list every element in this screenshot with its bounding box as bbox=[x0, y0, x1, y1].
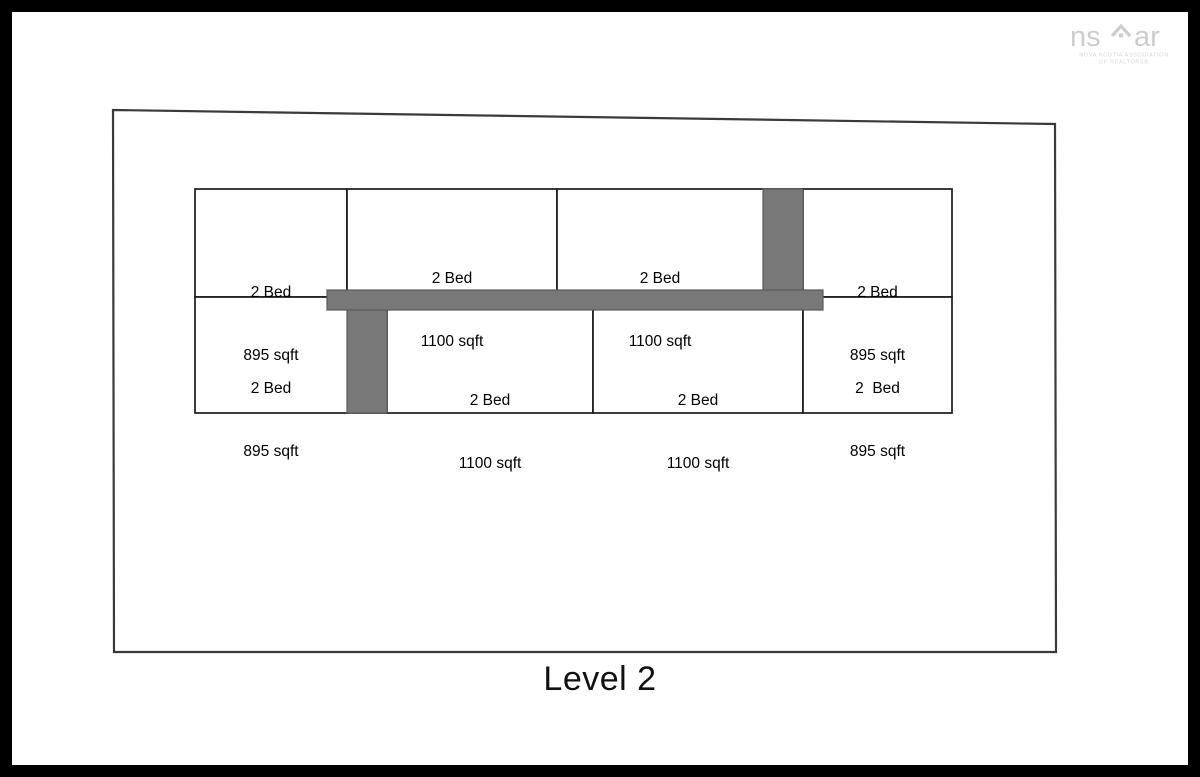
unit-area-bottom-3: 1100 sqft bbox=[666, 455, 730, 473]
nsar-wordmark-ar: ar bbox=[1134, 21, 1160, 53]
unit-cell-top-4[interactable] bbox=[802, 188, 953, 298]
unit-label-top-1: 2 Bed 895 sqft bbox=[195, 240, 347, 409]
unit-cell-top-1[interactable] bbox=[194, 188, 348, 298]
unit-cell-bottom-3[interactable] bbox=[592, 296, 804, 414]
unit-area-top-1: 895 sqft bbox=[243, 347, 299, 365]
unit-label-top-3: 2 Bed 1100 sqft bbox=[557, 226, 763, 395]
nsar-wordmark-ns: ns bbox=[1070, 21, 1101, 53]
corridor-stub-up bbox=[762, 188, 804, 302]
unit-beds-bottom-4: 2 Bed bbox=[855, 380, 900, 398]
unit-label-bottom-1: 2 Bed 895 sqft bbox=[195, 336, 347, 505]
unit-area-bottom-1: 895 sqft bbox=[243, 443, 299, 461]
unit-label-bottom-2: 2 Bed 1100 sqft bbox=[387, 348, 593, 517]
corridor-stub-down bbox=[346, 301, 388, 414]
unit-beds-top-3: 2 Bed bbox=[639, 270, 681, 288]
unit-area-top-3: 1100 sqft bbox=[628, 333, 692, 351]
unit-cell-top-2[interactable] bbox=[346, 188, 558, 298]
floor-plan-sheet: ns ar NOVA SCOTIA ASSOCIATION OF REALTOR… bbox=[12, 12, 1188, 765]
unit-beds-bottom-3: 2 Bed bbox=[677, 392, 719, 410]
unit-cell-bottom-2[interactable] bbox=[386, 296, 594, 414]
unit-area-top-2: 1100 sqft bbox=[420, 333, 484, 351]
unit-area-top-4: 895 sqft bbox=[849, 347, 906, 365]
plan-area: 2 Bed 895 sqft 2 Bed 1100 sqft 2 Bed 110… bbox=[12, 12, 1188, 672]
unit-area-bottom-2: 1100 sqft bbox=[458, 455, 522, 473]
unit-beds-top-1: 2 Bed bbox=[250, 284, 292, 302]
floor-plan-drawing bbox=[111, 108, 1058, 654]
house-dot-icon bbox=[1119, 33, 1123, 38]
unit-beds-top-4: 2 Bed bbox=[857, 284, 898, 302]
nsar-logo: ns ar NOVA SCOTIA ASSOCIATION OF REALTOR… bbox=[1068, 14, 1180, 70]
unit-label-bottom-3: 2 Bed 1100 sqft bbox=[593, 348, 803, 517]
nsar-logo-graphic: ns ar NOVA SCOTIA ASSOCIATION OF REALTOR… bbox=[1070, 21, 1169, 66]
unit-area-bottom-4: 895 sqft bbox=[849, 443, 906, 461]
nsar-tagline-line2: OF REALTORS® bbox=[1099, 59, 1149, 66]
unit-label-top-2: 2 Bed 1100 sqft bbox=[347, 226, 557, 395]
unit-beds-top-2: 2 Bed bbox=[431, 270, 473, 288]
corridor-group bbox=[326, 188, 824, 414]
corridor-horizontal bbox=[326, 289, 824, 311]
level-caption: Level 2 bbox=[543, 660, 657, 698]
unit-beds-bottom-1: 2 Bed bbox=[250, 380, 292, 398]
unit-label-bottom-4: 2 Bed 895 sqft bbox=[803, 336, 952, 505]
unit-beds-bottom-2: 2 Bed bbox=[469, 392, 511, 410]
unit-cell-bottom-4[interactable] bbox=[802, 296, 953, 414]
nsar-tagline-line1: NOVA SCOTIA ASSOCIATION bbox=[1079, 53, 1169, 59]
unit-label-top-4: 2 Bed 895 sqft bbox=[803, 240, 952, 409]
house-roof-icon bbox=[1110, 23, 1132, 38]
